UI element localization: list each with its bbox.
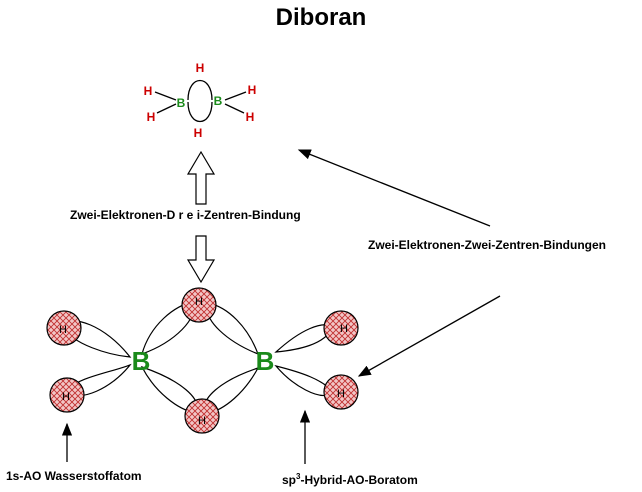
hydrogen-orbital-terminal-left-bottom: H: [49, 377, 85, 413]
svg-text:H: H: [62, 391, 70, 403]
svg-text:H: H: [340, 323, 348, 335]
bridge-bond-top: [187, 80, 213, 101]
hydrogen-orbitals: H H H H H H: [46, 287, 359, 434]
block-arrow-down: [186, 235, 216, 284]
small-hydrogen: H: [196, 61, 205, 75]
small-boron-left: B: [177, 96, 186, 110]
terminal-bond: [224, 91, 247, 101]
hydrogen-orbital-bridge-top: H: [181, 287, 217, 323]
hydrogen-orbital-terminal-right-bottom: H: [323, 374, 359, 410]
small-hydrogen: H: [246, 110, 255, 124]
hydrogen-orbital-terminal-left-top: H: [46, 310, 82, 346]
small-hydrogen: H: [194, 126, 203, 140]
svg-text:H: H: [198, 415, 206, 427]
two-center-bonds-label: Zwei-Elektronen-Zwei-Zentren-Bindungen: [368, 238, 607, 252]
pointer-arrow-to-formula: [297, 149, 491, 227]
terminal-bond: [224, 103, 245, 114]
boron-atom-left: B: [132, 346, 151, 376]
hydrogen-orbital-bridge-bottom: H: [184, 398, 220, 434]
three-center-bond-label: Zwei-Elektronen-D r e i-Zentren-Bindung: [70, 208, 301, 222]
svg-text:H: H: [59, 324, 67, 336]
bridge-bond-bottom: [187, 101, 213, 122]
small-boron-right: B: [214, 94, 223, 108]
structural-formula: B B H H H H H H: [144, 61, 257, 140]
hydrogen-orbital-terminal-right-top: H: [323, 310, 359, 346]
sp3-suffix: -Hybrid-AO-Boratom: [300, 473, 418, 487]
sp3-orbital-label: sp3-Hybrid-AO-Boratom: [282, 472, 418, 487]
terminal-bond: [154, 91, 177, 101]
s-orbital-label: 1s-AO Wasserstoffatom: [6, 469, 142, 483]
sp3-superscript: 3: [296, 472, 301, 481]
svg-text:H: H: [337, 388, 345, 400]
small-hydrogen: H: [144, 84, 153, 98]
block-arrow-up: [186, 150, 216, 205]
small-hydrogen: H: [248, 83, 257, 97]
small-hydrogen: H: [147, 110, 156, 124]
sp3-prefix: sp: [282, 473, 297, 487]
boron-atom-right: B: [256, 346, 275, 376]
pointer-arrow-to-terminal-bond: [357, 295, 501, 377]
terminal-bond: [156, 103, 177, 114]
page-title: Diboran: [275, 4, 367, 31]
svg-text:H: H: [195, 296, 203, 308]
